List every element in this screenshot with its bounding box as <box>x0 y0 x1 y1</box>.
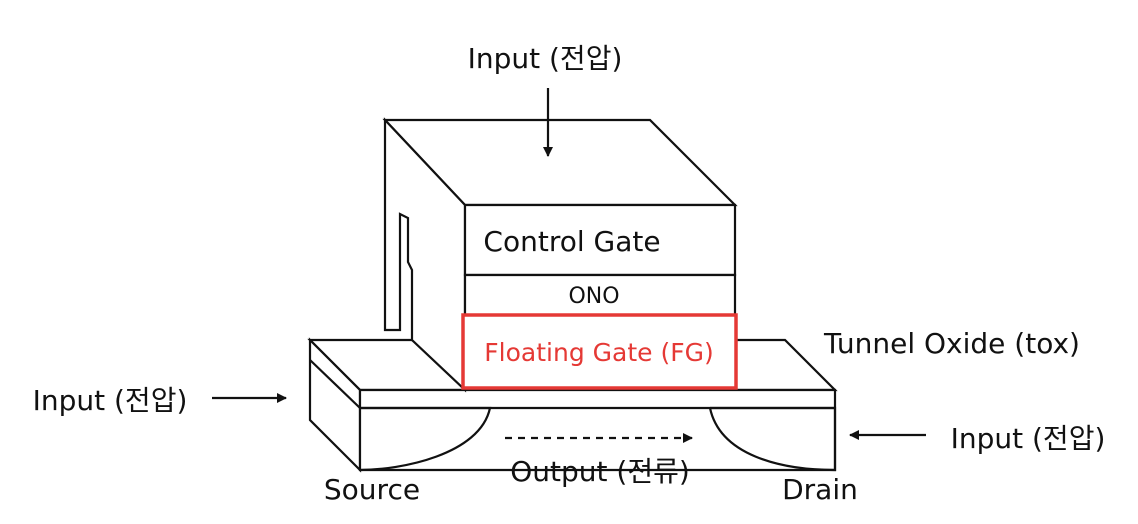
label-ono: ONO <box>568 284 619 309</box>
label-source: Source <box>324 473 420 506</box>
label-drain: Drain <box>782 473 858 506</box>
substrate-left-layer-line <box>309 359 361 409</box>
source-region <box>359 406 492 472</box>
label-input-right: Input (전압) <box>951 422 1106 455</box>
label-floating-gate: Floating Gate (FG) <box>484 338 713 367</box>
label-input-top: Input (전압) <box>468 42 623 75</box>
drain-region <box>708 406 837 472</box>
label-input-left: Input (전압) <box>33 384 188 417</box>
label-output: Output (전류) <box>510 455 690 488</box>
floating-gate-layer <box>461 313 738 390</box>
label-control-gate: Control Gate <box>483 225 660 258</box>
gate-stack <box>382 117 738 393</box>
label-tunnel-oxide: Tunnel Oxide (tox) <box>823 327 1080 360</box>
